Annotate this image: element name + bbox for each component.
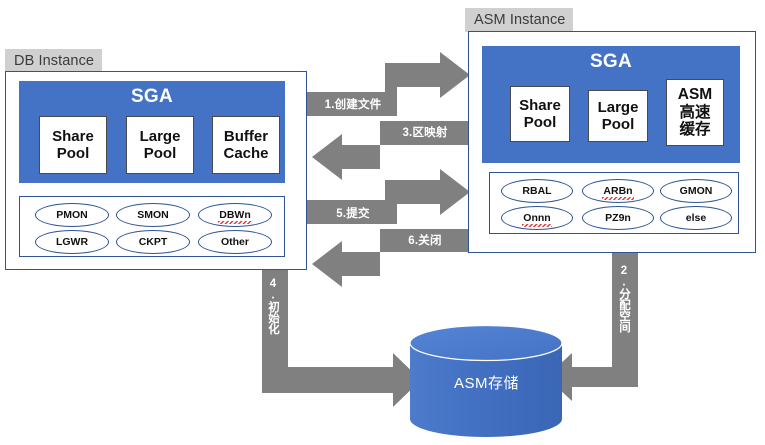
asm-pool-large-pool: Large Pool — [588, 90, 648, 142]
asm-process-oval: PZ9n — [582, 206, 654, 230]
db-pool-buffer-cache: Buffer Cache — [212, 116, 280, 174]
asm-process-oval: else — [660, 206, 732, 230]
asm-storage-label-wrap: ASM存储 — [409, 372, 564, 392]
flow-label-step5: 5.提交 — [309, 205, 397, 222]
db-process-oval: DBWn — [198, 203, 272, 227]
asm-pool-share-pool: Share Pool — [510, 86, 570, 142]
asm-sga: SGA Share Pool Large Pool ASM 高速 缓存 — [482, 46, 740, 163]
db-instance-tag: DB Instance — [5, 49, 103, 73]
db-process-oval: LGWR — [35, 230, 109, 254]
asm-pool-asm-cache: ASM 高速 缓存 — [666, 79, 724, 146]
asm-process-panel: RBAL ARBn GMON Onnn PZ9n else — [489, 172, 739, 234]
asm-storage-cylinder — [409, 325, 563, 437]
flow-label-step4: 4.初始化 — [264, 272, 282, 340]
db-pool-large-pool: Large Pool — [126, 116, 194, 174]
asm-process-oval: Onnn — [501, 206, 573, 230]
flow-label-step1: 1.创建文件 — [309, 96, 397, 113]
db-process-oval: SMON — [116, 203, 190, 227]
asm-instance-tag: ASM Instance — [465, 8, 574, 32]
db-process-oval: CKPT — [116, 230, 190, 254]
asm-process-oval: RBAL — [501, 179, 573, 203]
asm-instance-box: SGA Share Pool Large Pool ASM 高速 缓存 RBAL… — [468, 31, 756, 253]
asm-storage-label: ASM存储 — [453, 375, 519, 392]
flow-label-step3: 3.区映射 — [383, 124, 467, 141]
db-sga: SGA Share Pool Large Pool Buffer Cache — [19, 81, 285, 183]
db-process-oval: PMON — [35, 203, 109, 227]
asm-sga-title: SGA — [589, 51, 633, 72]
flow-label-step6: 6.关闭 — [383, 232, 467, 249]
flow-label-step2: 2.分配空间 — [615, 258, 633, 338]
db-instance-box: SGA Share Pool Large Pool Buffer Cache P… — [5, 71, 307, 270]
db-sga-title: SGA — [130, 86, 174, 107]
db-process-panel: PMON SMON DBWn LGWR CKPT Other — [19, 196, 285, 257]
db-process-oval: Other — [198, 230, 272, 254]
db-pool-share-pool: Share Pool — [39, 116, 107, 174]
asm-process-oval: ARBn — [582, 179, 654, 203]
arrow-step4 — [262, 268, 421, 407]
asm-process-oval: GMON — [660, 179, 732, 203]
